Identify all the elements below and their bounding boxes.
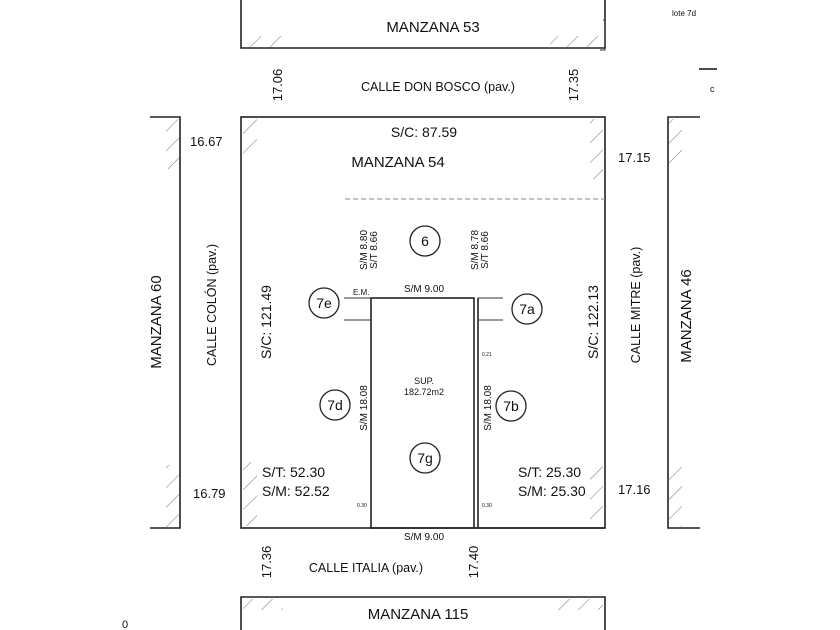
- lot7g-top: S/M 9.00: [404, 284, 444, 295]
- street-mitre: CALLE MITRE (pav.): [629, 247, 643, 363]
- right-sm: S/M: 25.30: [518, 483, 586, 499]
- width-top-right: 17.35: [566, 69, 581, 102]
- area-label: SUP.: [414, 376, 434, 386]
- lot6-left-st: S/T 8.66: [369, 231, 380, 269]
- lot6-left-sm: S/M 8.80: [359, 230, 370, 270]
- side-top: S/C: 87.59: [391, 124, 457, 140]
- lot-7b-marker: 7b: [495, 390, 527, 422]
- side-left: S/C: 121.49: [258, 285, 274, 359]
- width-bottom-right: 17.40: [466, 546, 481, 579]
- c-label: c: [710, 84, 715, 94]
- svg-text:7b: 7b: [503, 398, 519, 414]
- block-manzana-46: MANZANA 46: [667, 116, 700, 529]
- manzana-53-label: MANZANA 53: [386, 19, 479, 36]
- manzana-115-label: MANZANA 115: [368, 606, 469, 623]
- lot-7a-marker: 7a: [511, 293, 543, 325]
- d-label: 0: [122, 619, 128, 630]
- svg-text:7a: 7a: [519, 301, 535, 317]
- manzana-54-label: MANZANA 54: [351, 154, 444, 171]
- svg-text:6: 6: [421, 233, 429, 249]
- block-manzana-60: MANZANA 60: [148, 116, 181, 529]
- lot-6-marker: 6: [409, 225, 441, 257]
- em-label: E.M.: [353, 288, 369, 297]
- lot-reference: lote 7d: [672, 9, 696, 18]
- width-top-left: 17.06: [270, 69, 285, 102]
- lot7g-right: S/M 18.08: [483, 385, 494, 431]
- side-right: S/C: 122.13: [585, 285, 601, 359]
- lot7g-left: S/M 18.08: [359, 385, 370, 431]
- width-left-top: 16.67: [190, 134, 223, 149]
- block-manzana-53: MANZANA 53: [240, 0, 606, 49]
- lot-7g-parcel: E.M. S/M 9.00 S/M 9.00 S/M 18.08 S/M 18.…: [344, 284, 605, 543]
- block-manzana-115: MANZANA 115: [240, 596, 606, 630]
- small-dim-left-bottom: 0.30: [357, 503, 367, 509]
- street-don-bosco: CALLE DON BOSCO (pav.): [361, 80, 515, 94]
- lot6-right-sm: S/M 8.78: [470, 230, 481, 270]
- area-value: 182.72m2: [404, 387, 444, 397]
- width-right-top: 17.15: [618, 150, 651, 165]
- street-colon: CALLE COLÓN (pav.): [204, 244, 219, 366]
- lot6-right-st: S/T 8.66: [480, 231, 491, 269]
- lot-7g-marker: 7g: [409, 442, 441, 474]
- left-sm: S/M: 52.52: [262, 483, 330, 499]
- width-right-bottom: 17.16: [618, 482, 651, 497]
- block-manzana-54: S/C: 87.59 MANZANA 54 S/C: 121.49 S/C: 1…: [240, 116, 606, 529]
- right-st: S/T: 25.30: [518, 464, 581, 480]
- manzana-60-label: MANZANA 60: [148, 275, 165, 368]
- street-italia: CALLE ITALIA (pav.): [309, 561, 423, 575]
- small-dim-right-top: 0.21: [482, 352, 492, 358]
- lot7g-bottom: S/M 9.00: [404, 532, 444, 543]
- left-st: S/T: 52.30: [262, 464, 325, 480]
- svg-text:7d: 7d: [327, 397, 343, 413]
- width-bottom-left: 17.36: [259, 546, 274, 579]
- small-dim-right-bottom: 0.30: [482, 503, 492, 509]
- width-left-bottom: 16.79: [193, 486, 226, 501]
- lot-7e-marker: 7e: [308, 287, 340, 319]
- manzana-46-label: MANZANA 46: [678, 269, 695, 362]
- svg-text:7e: 7e: [316, 295, 332, 311]
- svg-text:7g: 7g: [417, 450, 433, 466]
- lot-7d-marker: 7d: [319, 389, 351, 421]
